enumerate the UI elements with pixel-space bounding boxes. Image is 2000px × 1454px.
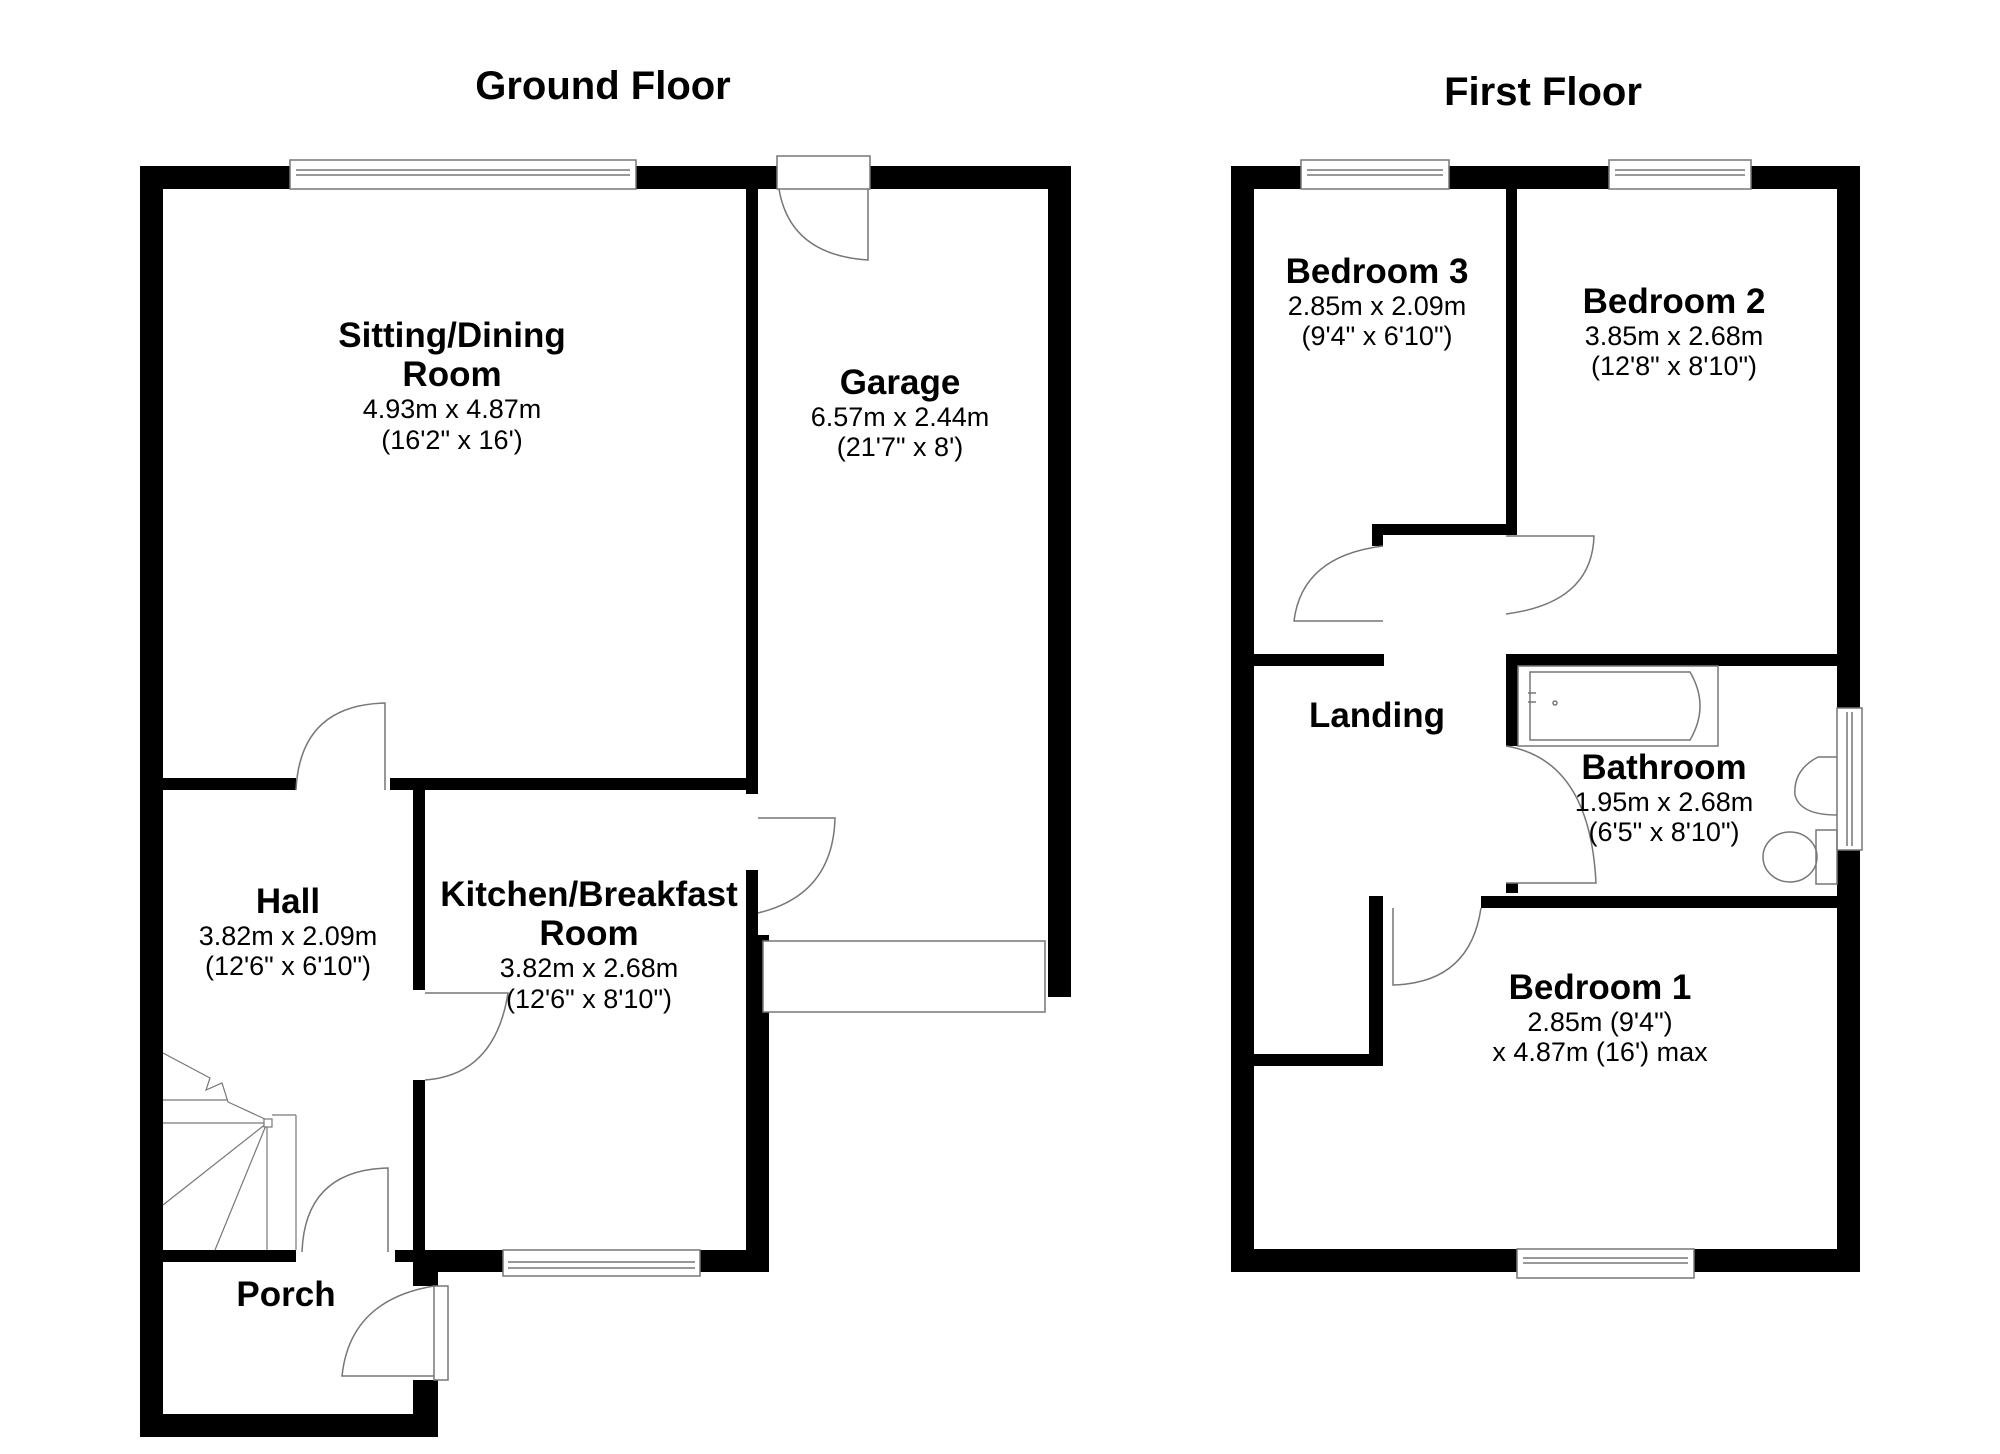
room-dimensions-imperial: (21'7" x 8') bbox=[836, 432, 964, 463]
room-label-landing: Landing bbox=[1309, 696, 1445, 735]
toilet-cistern bbox=[1815, 829, 1838, 885]
first-floor-title: First Floor bbox=[1444, 70, 1642, 114]
first-floor-walls bbox=[1231, 166, 1860, 1272]
bathtub bbox=[1517, 665, 1719, 747]
room-name: Bathroom bbox=[1581, 748, 1747, 787]
room-dimensions-metric: 4.93m x 4.87m bbox=[362, 394, 542, 425]
room-dimensions-metric: 3.82m x 2.09m bbox=[198, 921, 378, 952]
ground-floor-title: Ground Floor bbox=[475, 64, 731, 108]
window-kitchen bbox=[502, 1249, 701, 1277]
room-dimensions-imperial: (12'6" x 8'10") bbox=[505, 983, 673, 1014]
room-name: Garage bbox=[839, 363, 961, 402]
room-name: Sitting/Dining bbox=[338, 316, 566, 355]
room-label-kitchen-breakfast: Kitchen/Breakfast Room 3.82m x 2.68m (12… bbox=[440, 875, 738, 1014]
room-label-sitting-dining: Sitting/Dining Room 4.93m x 4.87m (16'2"… bbox=[338, 316, 565, 455]
front-door-frame bbox=[433, 1285, 449, 1381]
room-dimensions-imperial: (12'6" x 6'10") bbox=[204, 951, 372, 982]
door-swing-sitting-room bbox=[295, 702, 386, 791]
room-label-bedroom-2: Bedroom 2 3.85m x 2.68m (12'8" x 8'10") bbox=[1583, 282, 1766, 382]
room-label-bathroom: Bathroom 1.95m x 2.68m (6'5" x 8'10") bbox=[1575, 748, 1754, 848]
room-dimensions-imperial: x 4.87m (16') max bbox=[1492, 1037, 1708, 1068]
room-dimensions-imperial: (6'5" x 8'10") bbox=[1588, 817, 1740, 848]
room-name: Hall bbox=[255, 882, 321, 921]
window-bathroom bbox=[1836, 707, 1863, 851]
room-name: Landing bbox=[1308, 696, 1446, 735]
room-label-porch: Porch bbox=[236, 1275, 335, 1314]
door-swing-bedroom-2 bbox=[1505, 535, 1595, 615]
room-dimensions-imperial: (9'4" x 6'10") bbox=[1301, 321, 1453, 352]
room-name: Porch bbox=[236, 1275, 336, 1314]
room-dimensions-metric: 6.57m x 2.44m bbox=[810, 402, 990, 433]
room-name: Bedroom 1 bbox=[1508, 968, 1692, 1007]
door-swing-front bbox=[341, 1285, 435, 1377]
door-swing-porch-inner bbox=[301, 1167, 389, 1253]
first-floor-fixtures bbox=[1293, 159, 1863, 1279]
ground-floor-fixtures bbox=[162, 155, 1046, 1381]
garage-door bbox=[762, 940, 1046, 1013]
door-swing-bedroom-3 bbox=[1293, 545, 1384, 622]
room-name: Bedroom 3 bbox=[1285, 252, 1469, 291]
room-dimensions-imperial: (12'8" x 8'10") bbox=[1590, 351, 1758, 382]
ground-floor-walls bbox=[140, 166, 1071, 1437]
door-swing-garage-rear bbox=[778, 188, 869, 261]
room-dimensions-metric: 1.95m x 2.68m bbox=[1574, 787, 1754, 818]
door-swing-garage-side bbox=[757, 817, 836, 914]
room-label-bedroom-3: Bedroom 3 2.85m x 2.09m (9'4" x 6'10") bbox=[1286, 252, 1469, 352]
room-label-bedroom-1: Bedroom 1 2.85m (9'4") x 4.87m (16') max bbox=[1492, 968, 1707, 1068]
door-swing-bathroom bbox=[1505, 745, 1597, 884]
door-swing-kitchen bbox=[424, 992, 509, 1081]
room-name-line2: Room bbox=[539, 914, 639, 954]
staircase bbox=[162, 1052, 297, 1251]
toilet-bowl bbox=[1762, 831, 1818, 883]
room-name: Kitchen/Breakfast bbox=[440, 875, 738, 914]
room-label-garage: Garage 6.57m x 2.44m (21'7" x 8') bbox=[811, 363, 990, 463]
room-dimensions-metric: 3.82m x 2.68m bbox=[499, 953, 679, 984]
basin bbox=[1794, 756, 1838, 816]
room-dimensions-metric: 2.85m (9'4") bbox=[1527, 1007, 1673, 1038]
room-dimensions-imperial: (16'2" x 16') bbox=[381, 424, 523, 455]
door-swing-bedroom-1 bbox=[1392, 907, 1482, 986]
room-name: Bedroom 2 bbox=[1582, 282, 1766, 321]
room-dimensions-metric: 3.85m x 2.68m bbox=[1584, 321, 1764, 352]
room-dimensions-metric: 2.85m x 2.09m bbox=[1287, 291, 1467, 322]
room-name-line2: Room bbox=[402, 355, 502, 395]
room-label-hall: Hall 3.82m x 2.09m (12'6" x 6'10") bbox=[199, 882, 378, 982]
